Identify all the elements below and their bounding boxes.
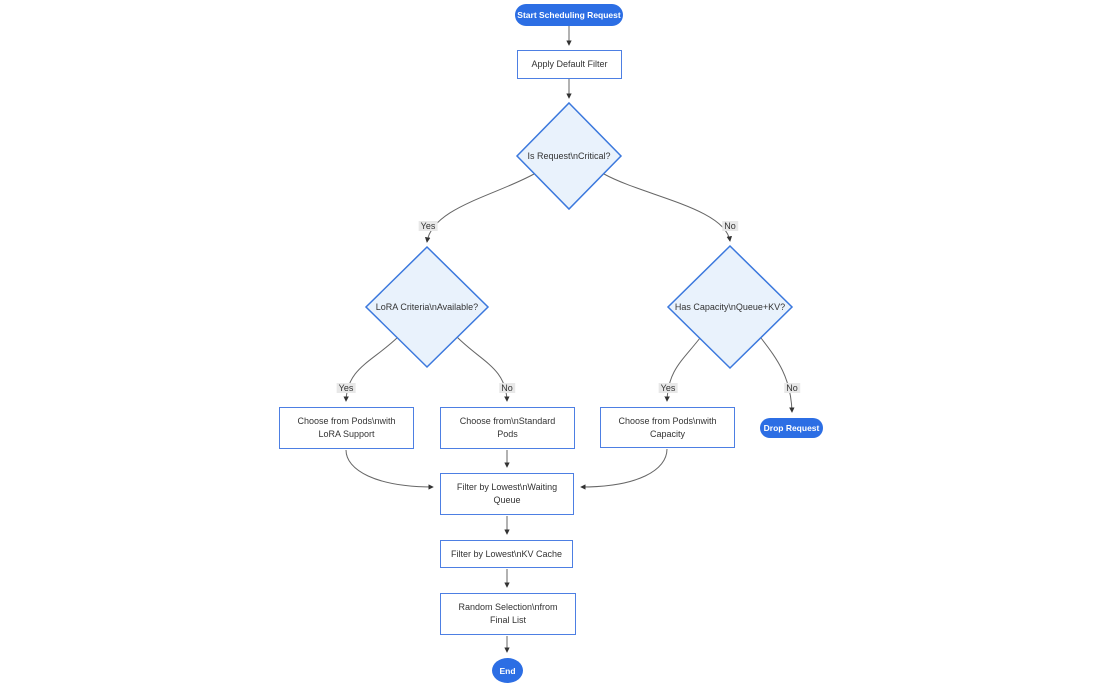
node-label: Choose from Pods\nwith — [297, 416, 396, 426]
label-is-critical: Is Request\nCritical? — [527, 151, 611, 161]
node-label: Final List — [489, 615, 526, 625]
node-label: Choose from\nStandard — [459, 416, 556, 426]
edge-capacity-no — [760, 337, 795, 413]
node-label: Pods — [497, 429, 518, 439]
label-lora-criteria: LoRA Criteria\nAvailable? — [375, 302, 479, 312]
edge-label-lora-no: No — [499, 383, 515, 393]
node-label: Filter by Lowest\nWaiting — [456, 482, 558, 492]
node-apply-default-filter: Apply Default Filter — [517, 50, 622, 79]
edge-label-lora-yes: Yes — [336, 383, 356, 393]
flow-edges — [343, 26, 795, 653]
decision-is-critical — [515, 101, 623, 211]
edge-label-critical-no: No — [722, 221, 738, 231]
node-label: Capacity — [649, 428, 685, 439]
flow-diamonds — [364, 101, 794, 370]
node-drop-request: Drop Request — [760, 418, 823, 438]
node-label: Choose from Pods\nwith — [618, 415, 717, 426]
node-label: Random Selection\nfrom — [458, 602, 558, 612]
node-label: Apply Default Filter — [531, 59, 608, 69]
node-choose-lora-pods: Choose from Pods\nwith LoRA Support — [279, 407, 414, 449]
edge-chooselora-filter — [345, 449, 434, 490]
node-end: End — [492, 658, 523, 683]
node-label: Filter by Lowest\nKV Cache — [450, 548, 563, 559]
edge-critical-no — [603, 173, 733, 242]
node-label: LoRA Support — [318, 429, 375, 439]
node-start: Start Scheduling Request — [515, 4, 623, 26]
edge-label-critical-yes: Yes — [418, 221, 438, 231]
decision-lora-criteria — [364, 245, 490, 369]
node-filter-kv-cache: Filter by Lowest\nKV Cache — [440, 540, 573, 568]
edge-critical-yes — [424, 173, 535, 243]
node-choose-standard-pods: Choose from\nStandard Pods — [440, 407, 575, 449]
decision-has-capacity — [666, 244, 794, 370]
edge-label-capacity-yes: Yes — [658, 383, 678, 393]
node-random-selection: Random Selection\nfrom Final List — [440, 593, 576, 635]
node-label: Queue — [493, 495, 521, 505]
node-filter-waiting-queue: Filter by Lowest\nWaiting Queue — [440, 473, 574, 515]
node-choose-capacity-pods: Choose from Pods\nwith Capacity — [600, 407, 735, 448]
edge-label-capacity-no: No — [784, 383, 800, 393]
edge-choosecapacity-filter — [580, 448, 668, 490]
label-has-capacity: Has Capacity\nQueue+KV? — [674, 302, 786, 312]
